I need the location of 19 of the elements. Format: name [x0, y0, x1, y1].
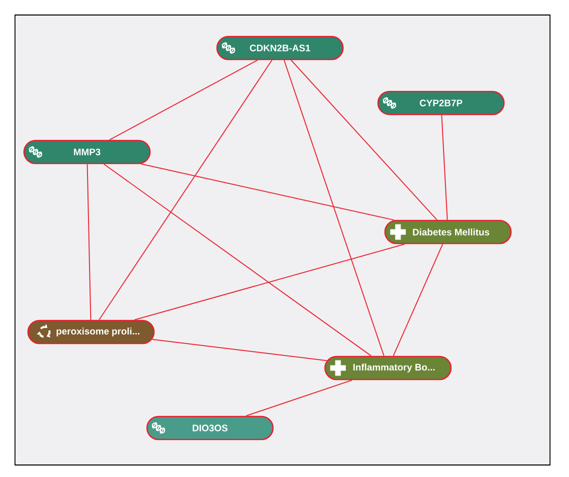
node-pill: peroxisome proli... [27, 320, 155, 344]
connector-line [152, 338, 328, 362]
connector-line [103, 164, 372, 356]
connector-line [441, 114, 448, 220]
connector-line [246, 380, 352, 416]
node-pill: MMP3 [23, 140, 151, 164]
connector-line [290, 60, 438, 220]
connector-line [134, 244, 406, 320]
node-pill: CDKN2B-AS1 [216, 36, 344, 60]
connector-line [86, 164, 92, 320]
connector-line [109, 60, 258, 140]
connector-line [284, 60, 384, 356]
connector-line [98, 60, 272, 320]
node-pill: DIO3OS [146, 416, 274, 440]
node-pill: Diabetes Mellitus [384, 220, 512, 244]
node-pill: Inflammatory Bo... [324, 356, 452, 380]
node-pill: CYP2B7P [377, 90, 505, 116]
connector-line [140, 163, 395, 221]
connector-line [392, 244, 444, 356]
